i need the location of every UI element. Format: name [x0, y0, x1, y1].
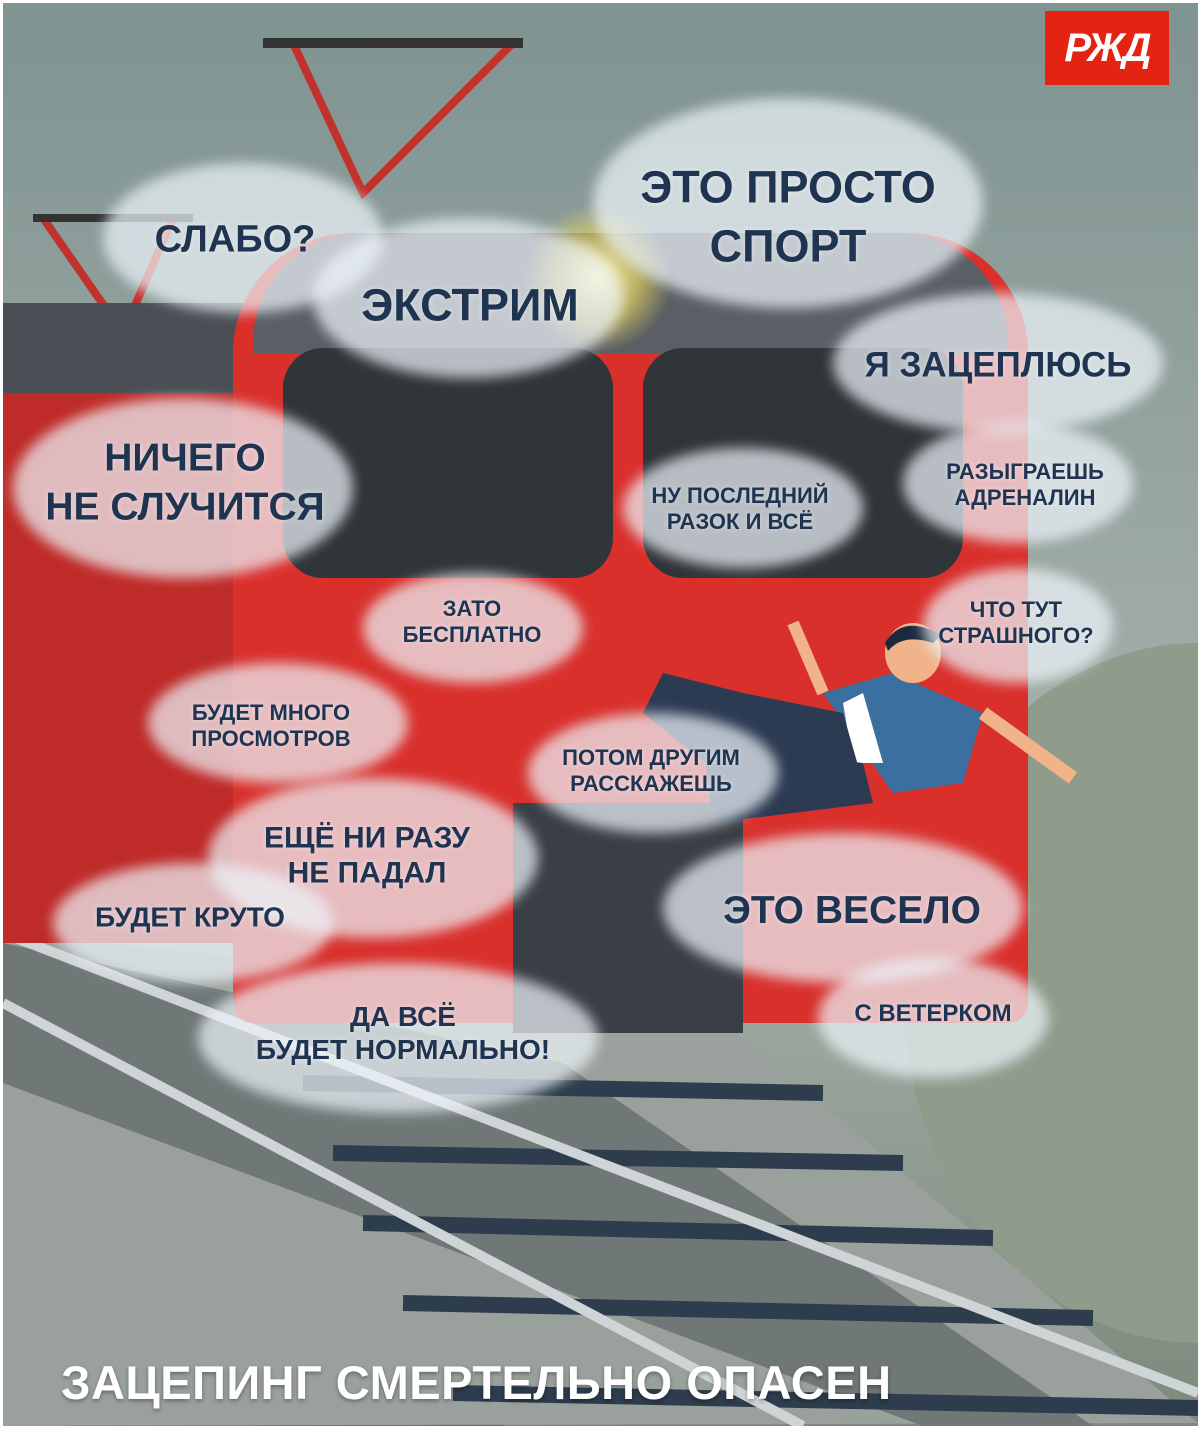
cloud-shape	[833, 293, 1163, 433]
cloud-text: ЭКСТРИМ	[361, 279, 579, 331]
slogan-heading: ЗАЦЕПИНГ СМЕРТЕЛЬНО ОПАСЕН	[61, 1356, 892, 1409]
cloud-shape	[53, 863, 333, 983]
cloud-shape	[663, 833, 1023, 983]
cloud-shape	[528, 713, 778, 833]
cloud-shape	[923, 568, 1113, 683]
cloud-text: С ВЕТЕРКОМ	[854, 999, 1012, 1027]
cloud-shape	[903, 423, 1133, 543]
rzd-logo: РЖД	[1045, 11, 1169, 85]
cloud-text: СЛАБО?	[154, 218, 316, 261]
cloud-shape	[313, 218, 623, 378]
train-roof	[3, 303, 263, 393]
cloud-shape	[198, 963, 598, 1113]
cloud-shape	[593, 98, 983, 308]
cloud-shape	[13, 398, 353, 578]
cloud-shape	[818, 958, 1048, 1078]
cloud-shape	[623, 448, 863, 568]
cloud-shape	[363, 573, 583, 683]
cloud-text: БУДЕТ КРУТО	[95, 901, 285, 933]
cloud-shape	[148, 663, 408, 783]
cloud-text: Я ЗАЦЕПЛЮСЬ	[864, 345, 1132, 385]
cloud-text: ЭТО ВЕСЕЛО	[723, 888, 981, 932]
